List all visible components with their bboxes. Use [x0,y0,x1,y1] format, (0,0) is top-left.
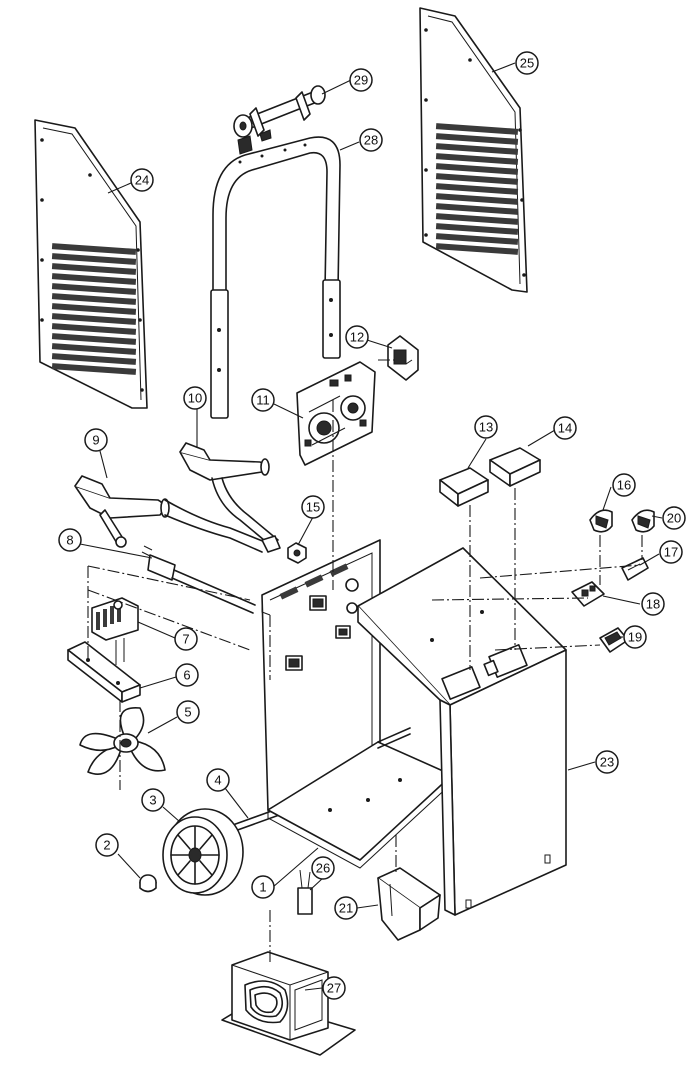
callout-9-label: 9 [92,433,99,448]
callout-5: 5 [176,700,200,724]
callout-15-label: 15 [306,500,320,515]
assembly-lines [87,359,643,965]
callout-3-label: 3 [149,793,156,808]
callout-27-label: 27 [327,981,341,996]
battery-clamp-lower [74,475,281,553]
callout-13: 13 [474,415,498,439]
callout-26-label: 26 [316,861,330,876]
chassis-front-panel [261,539,381,811]
fan-bracket [67,641,141,703]
callout-25: 25 [515,51,539,75]
callout-10: 10 [183,386,207,410]
hex-nut [287,542,307,564]
callout-16-label: 16 [617,478,631,493]
callout-leaders [79,62,663,991]
callout-26: 26 [311,856,335,880]
callout-23: 23 [595,750,619,774]
callout-8: 8 [58,528,82,552]
callout-11-label: 11 [256,393,270,408]
callout-8-label: 8 [66,533,73,548]
side-panel-right [419,7,528,293]
callout-28: 28 [359,128,383,152]
callout-25-label: 25 [520,56,534,71]
handle-bar [210,136,341,419]
cabinet-cover [357,547,567,916]
callout-24: 24 [130,168,154,192]
callout-12: 12 [345,325,369,349]
callout-7: 7 [174,627,198,651]
selector-knob-right [631,509,655,533]
callout-21-label: 21 [339,901,353,916]
callout-1: 1 [251,875,275,899]
circuit-breaker [297,869,313,915]
callout-16: 16 [612,473,636,497]
callout-6-label: 6 [183,668,190,683]
callout-11: 11 [251,388,275,412]
handle-grip [233,85,326,155]
fan-motor [91,597,139,665]
callout-4: 4 [206,768,230,792]
callout-12-label: 12 [350,330,364,345]
callout-3: 3 [141,788,165,812]
callout-17-label: 17 [664,545,678,560]
transformer [221,951,356,1056]
meter-right [489,447,541,487]
callout-18-label: 18 [646,597,660,612]
fan-blade [79,707,166,775]
callout-14: 14 [553,416,577,440]
callout-6: 6 [175,663,199,687]
battery-clamp-upper [179,442,279,546]
callout-14-label: 14 [558,421,572,436]
callout-1-label: 1 [259,880,266,895]
side-panel-right-vents [435,123,519,255]
callout-9: 9 [84,428,108,452]
side-panel-left-vents [51,243,137,375]
callout-2: 2 [95,833,119,857]
callout-2-label: 2 [103,838,110,853]
callout-7-label: 7 [182,632,189,647]
callout-29-label: 29 [354,73,368,88]
callout-27: 27 [322,976,346,1000]
side-panel-left [34,119,148,409]
timer-switch [571,581,605,607]
callout-17: 17 [659,540,683,564]
hub-cap [139,874,157,893]
rocker-switch [599,627,629,653]
selector-knob-left [589,509,613,533]
callout-15: 15 [301,495,325,519]
cord-bracket [377,867,441,941]
callout-19-label: 19 [628,630,642,645]
label-plate [621,557,649,581]
callout-23-label: 23 [600,755,614,770]
callout-18: 18 [641,592,665,616]
power-cord [141,545,256,614]
callout-5-label: 5 [184,705,191,720]
ac-receptacle [387,335,419,381]
callout-4-label: 4 [214,773,221,788]
wheel [162,808,244,896]
callout-24-label: 24 [135,173,149,188]
meter-left [439,467,489,507]
callout-13-label: 13 [479,420,493,435]
callout-19: 19 [623,625,647,649]
callout-28-label: 28 [364,133,378,148]
callout-10-label: 10 [188,391,202,406]
control-board [296,361,376,466]
callout-20-label: 20 [667,511,681,526]
callout-29: 29 [349,68,373,92]
callout-20: 20 [662,506,686,530]
callout-21: 21 [334,896,358,920]
